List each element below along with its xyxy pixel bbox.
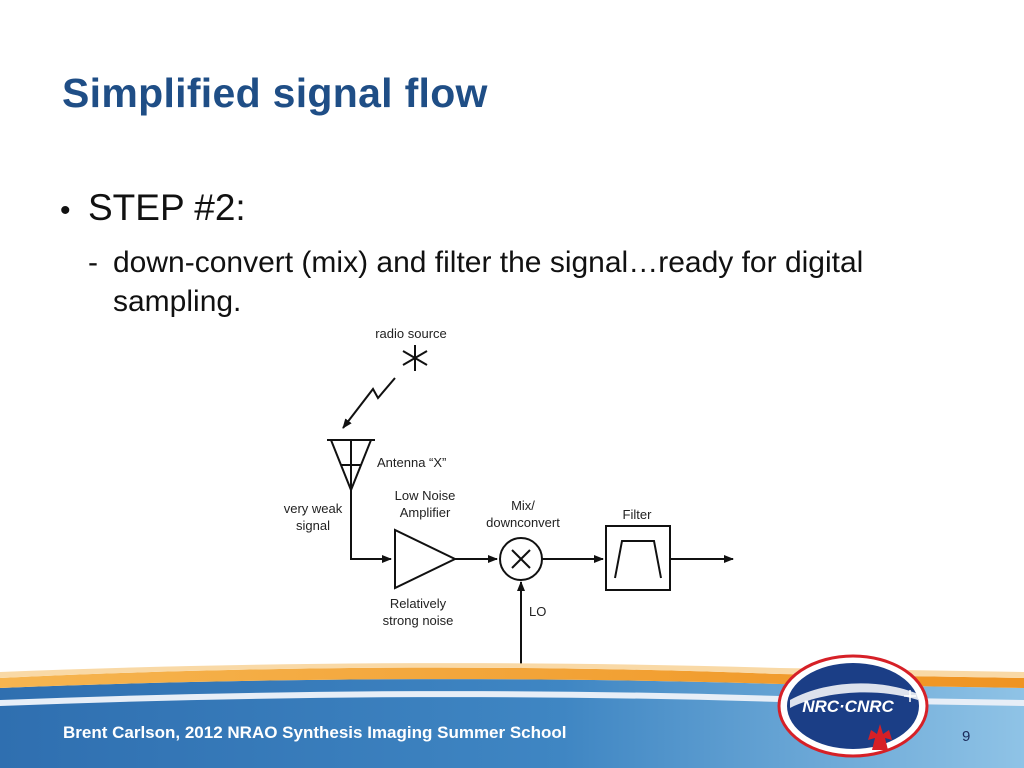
bullet-text: STEP #2: xyxy=(88,187,246,228)
lna-label-line2: Amplifier xyxy=(400,505,451,520)
antenna-to-amplifier-line xyxy=(350,490,392,563)
mix-label-line2: downconvert xyxy=(486,515,560,530)
logo-text: NRC·CNRC xyxy=(802,697,894,716)
filter-label: Filter xyxy=(623,507,653,522)
footer-text: Brent Carlson, 2012 NRAO Synthesis Imagi… xyxy=(63,723,567,742)
page-number: 9 xyxy=(962,728,971,745)
radio-source-label: radio source xyxy=(375,326,447,341)
slide-title: Simplified signal flow xyxy=(62,70,488,116)
mix-label-line1: Mix/ xyxy=(511,498,535,513)
logo-star-icon xyxy=(904,690,916,702)
sub-bullet-item: - down-convert (mix) and filter the sign… xyxy=(88,243,940,321)
amplifier-triangle-icon xyxy=(394,528,458,590)
bullet-marker: • xyxy=(60,194,71,227)
mixer-icon xyxy=(499,537,543,581)
incoming-wave-arrow xyxy=(342,377,396,429)
antenna-label: Antenna “X” xyxy=(377,455,446,470)
lna-label-line1: Low Noise xyxy=(395,488,456,503)
bullet-list: • STEP #2: - down-convert (mix) and filt… xyxy=(60,186,940,321)
lo-label: LO xyxy=(529,604,546,619)
noise-label-line1: Relatively xyxy=(390,596,447,611)
radio-source-star-icon xyxy=(402,345,428,371)
noise-label-line2: strong noise xyxy=(383,613,454,628)
bullet-item: • STEP #2: xyxy=(60,186,940,233)
sub-bullet-text: down-convert (mix) and filter the signal… xyxy=(113,246,864,318)
filter-icon xyxy=(605,525,671,591)
weak-signal-label-line1: very weak xyxy=(284,501,343,516)
sub-bullet-marker: - xyxy=(88,246,98,279)
weak-signal-label-line2: signal xyxy=(296,518,330,533)
maple-leaf-icon xyxy=(868,724,892,750)
nrc-cnrc-logo: NRC·CNRC xyxy=(777,654,929,758)
